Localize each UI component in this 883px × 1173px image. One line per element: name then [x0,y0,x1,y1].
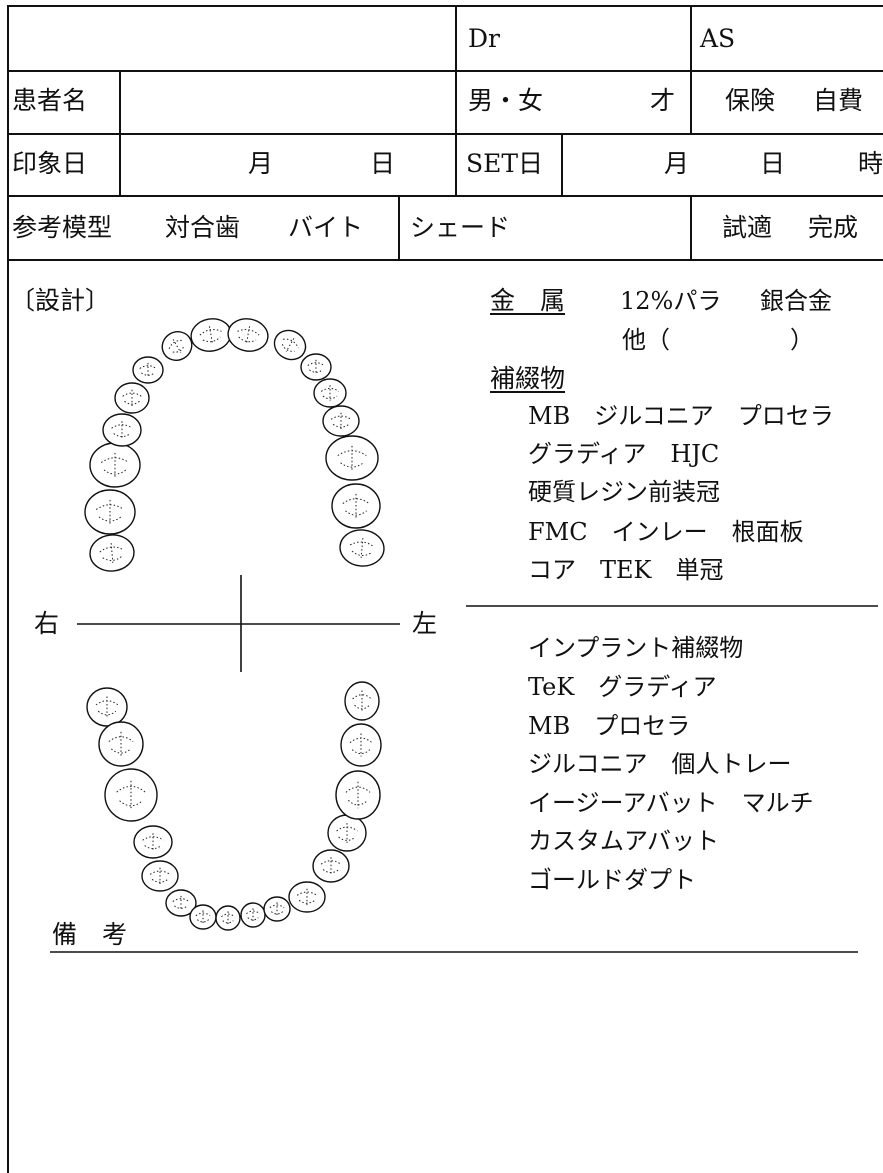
row-divider-1 [7,70,883,72]
upper-arch [84,318,385,572]
implant-option-line: カスタムアバット [528,827,720,855]
age-label: 才 [650,86,676,115]
tooth-outline [340,723,382,767]
tooth-outline [331,483,381,529]
design-label: 〔設計〕 [10,286,111,315]
tooth-outline [327,814,367,852]
tooth-outline [165,889,197,917]
private-pay-label: 自費 [813,86,864,115]
prosthesis-option-line: FMC インレー 根面板 [528,518,804,546]
tooth-outline [312,849,350,883]
set-hour-label: 時 [858,149,883,178]
impression-month-label: 月 [248,149,274,178]
col-divider-middle [455,5,457,197]
prosthesis-option-line: グラディア HJC [528,440,720,468]
metal-option-other: 他（ ） [622,326,814,354]
col-divider-set [561,133,563,197]
tooth-outline [273,329,307,361]
col-divider-patient [119,70,121,197]
tooth-outline [335,770,381,820]
implant-option-line: MB プロセラ [528,712,691,740]
tooth-outline [86,687,128,727]
implant-option-line: TeK グラディア [528,673,717,701]
tooth-outline [189,904,217,930]
lower-arch [86,681,382,931]
form-border-left [7,5,9,1173]
complete-label: 完成 [808,213,859,242]
tooth-outline [161,331,193,361]
tooth-outline [227,318,269,352]
tooth-outline [133,825,173,859]
row-divider-3 [7,195,883,197]
dr-label: Dr [468,24,500,53]
implant-option-line: インプラント補綴物 [528,634,744,662]
tooth-outline [325,435,379,481]
tooth-outline [240,902,266,928]
prosthesis-option-line: 硬質レジン前装冠 [528,478,720,506]
shade-label: シェード [410,213,511,242]
tooth-outline [339,529,385,567]
tooth-outline [263,896,291,922]
col-divider-tryin [690,195,692,261]
implant-option-line: ジルコニア 個人トレー [528,750,792,778]
quadrant-cross [77,575,400,672]
try-in-label: 試適 [722,213,773,242]
row-divider-2 [7,133,883,135]
prosthesis-label: 補綴物 [490,364,566,393]
tooth-outline [141,860,179,892]
sex-label: 男・女 [468,86,544,115]
remarks-label: 備 考 [52,920,128,949]
tooth-outline [215,905,241,931]
col-divider-shade [398,195,400,261]
reference-model-label: 参考模型 [12,213,113,242]
metal-option-pd: 12%パラ [620,287,722,315]
row-divider-4 [7,259,883,261]
tooth-outline [84,489,136,535]
implant-option-line: ゴールドダプト [528,866,696,894]
bite-label: バイト [288,213,364,242]
set-day-label: 日 [760,149,786,178]
col-divider-right [690,5,692,133]
tooth-outline [190,318,232,352]
opposing-teeth-label: 対合歯 [165,213,241,242]
tooth-outline [313,378,347,408]
set-date-label: SET日 [466,149,544,178]
implant-option-line: イージーアバット マルチ [528,789,814,817]
patient-name-label: 患者名 [12,86,88,115]
left-side-label: 左 [412,609,438,638]
impression-date-label: 印象日 [12,149,88,178]
prosthesis-option-line: MB ジルコニア プロセラ [528,402,834,430]
set-month-label: 月 [664,149,690,178]
right-side-label: 右 [34,609,60,638]
tooth-outline [344,681,380,721]
impression-day-label: 日 [370,149,396,178]
tooth-outline [89,534,135,572]
tooth-outline [89,442,141,488]
tooth-outline [102,413,142,447]
tooth-outline [114,382,150,414]
tooth-outline [300,353,332,381]
form-border-top [7,5,883,7]
tooth-outline [322,405,360,437]
insurance-label: 保険 [725,86,776,115]
tooth-outline [104,768,158,822]
tooth-outline [288,881,326,913]
metal-option-silver: 銀合金 [760,287,832,315]
tooth-outline [132,356,164,384]
metal-label: 金 属 [490,286,566,315]
tooth-outline [98,721,144,767]
as-label: AS [700,24,736,53]
prosthesis-option-line: コア TEK 単冠 [528,556,724,584]
